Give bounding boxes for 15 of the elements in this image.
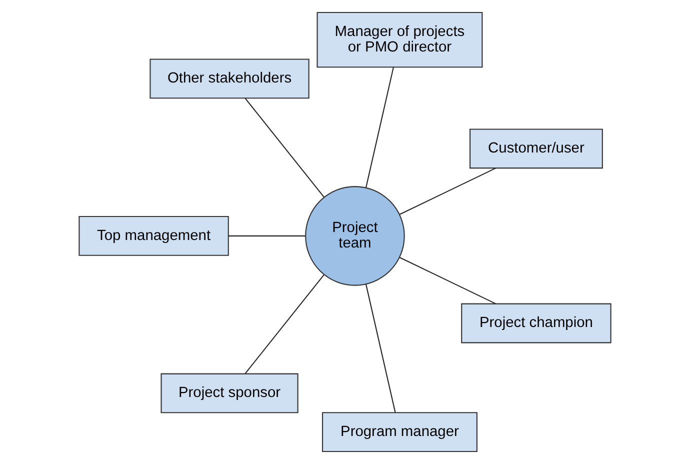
connector xyxy=(365,67,394,188)
connector xyxy=(365,284,396,413)
node-box: Top management xyxy=(78,216,228,256)
connector xyxy=(228,235,305,236)
node-box: Project champion xyxy=(460,303,611,344)
node-circle: Project team xyxy=(304,186,404,286)
node-box: Other stakeholders xyxy=(149,58,309,99)
node-box: Program manager xyxy=(322,412,477,452)
connector xyxy=(244,274,324,374)
node-box: Project sponsor xyxy=(160,373,298,414)
node-box: Manager of projects or PMO director xyxy=(316,12,482,68)
node-box: Customer/user xyxy=(469,128,602,169)
connector xyxy=(399,257,496,304)
connector xyxy=(244,98,324,198)
connector xyxy=(399,168,496,215)
